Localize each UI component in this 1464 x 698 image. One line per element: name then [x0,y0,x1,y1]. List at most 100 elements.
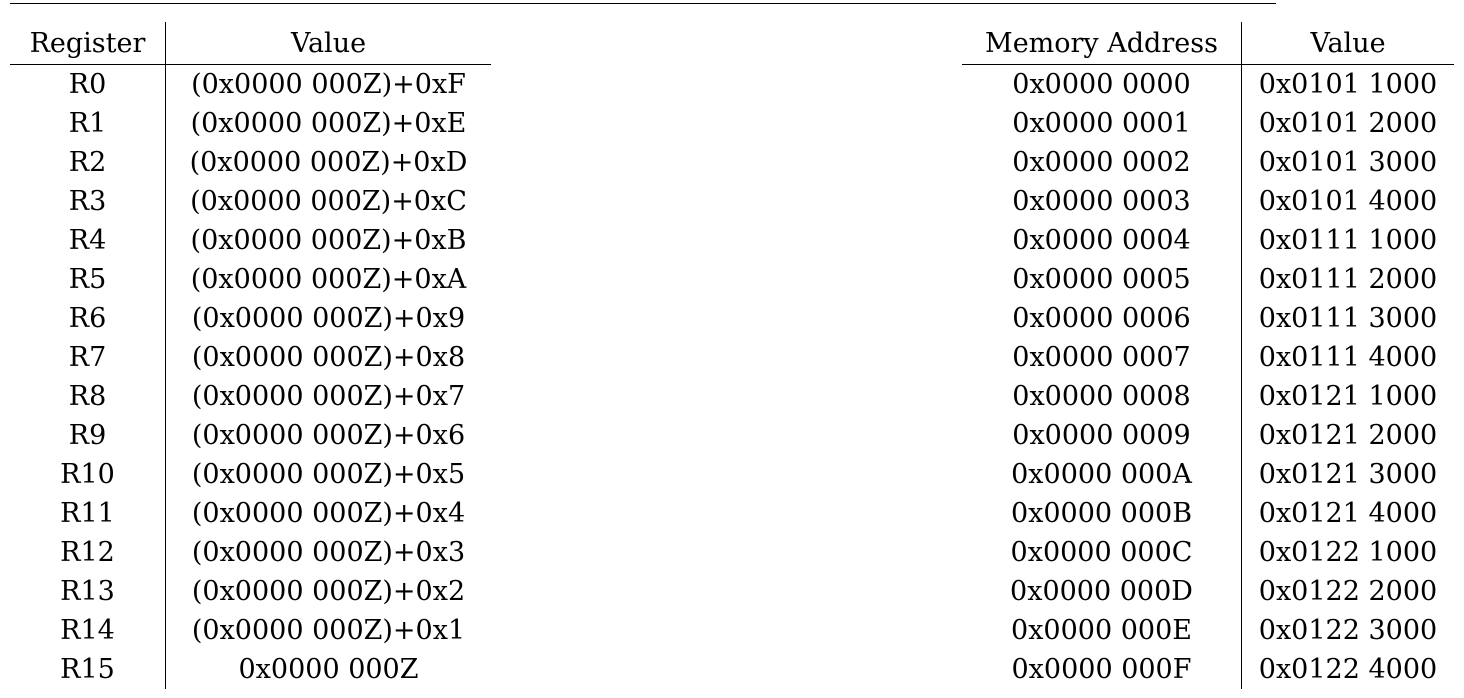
memory-value-cell: 0x0111 4000 [1258,342,1438,373]
register-value-cell: (0x0000 000Z)+0xE [190,108,467,139]
register-table-body: R0 (0x0000 000Z)+0xF R1 (0x0000 000Z)+0xE R2… [10,64,491,689]
memory-value-cell: 0x0111 1000 [1258,225,1438,256]
table-row: R2 (0x0000 000Z)+0xD [10,143,491,182]
register-value-header: Value [165,22,491,65]
memory-address-cell: 0x0000 0009 [962,416,1242,455]
table-row: 0x0000 0009 0x0121 2000 [962,416,1454,455]
register-value-cell: 0x0000 000Z [238,654,419,685]
register-name-cell: R1 [10,104,166,143]
register-name-cell: R2 [10,143,166,182]
register-value-cell: (0x0000 000Z)+0xD [189,147,468,178]
table-row: 0x0000 000F 0x0122 4000 [962,650,1454,689]
memory-value-header: Value [1241,22,1454,65]
table-row: R3 (0x0000 000Z)+0xC [10,182,491,221]
register-name-cell: R13 [10,572,166,611]
memory-address-cell: 0x0000 000B [962,494,1242,533]
table-row: 0x0000 0001 0x0101 2000 [962,104,1454,143]
memory-value-cell: 0x0122 4000 [1258,654,1438,685]
memory-address-cell: 0x0000 0008 [962,377,1242,416]
table-row: R4 (0x0000 000Z)+0xB [10,221,491,260]
table-row: R14 (0x0000 000Z)+0x1 [10,611,491,650]
memory-value-cell: 0x0101 2000 [1258,108,1438,139]
register-name-cell: R11 [10,494,166,533]
table-row: 0x0000 000E 0x0122 3000 [962,611,1454,650]
memory-address-cell: 0x0000 0005 [962,260,1242,299]
memory-address-cell: 0x0000 000F [962,650,1242,689]
memory-value-cell: 0x0101 3000 [1258,147,1438,178]
memory-address-cell: 0x0000 0003 [962,182,1242,221]
table-row: R10 (0x0000 000Z)+0x5 [10,455,491,494]
memory-value-cell: 0x0121 2000 [1258,420,1438,451]
register-name-cell: R8 [10,377,166,416]
table-row: 0x0000 0005 0x0111 2000 [962,260,1454,299]
register-name-cell: R4 [10,221,166,260]
register-name-cell: R6 [10,299,166,338]
table-row: R0 (0x0000 000Z)+0xF [10,64,491,104]
register-name-cell: R14 [10,611,166,650]
table-row: R6 (0x0000 000Z)+0x9 [10,299,491,338]
register-value-cell: (0x0000 000Z)+0x9 [191,303,466,334]
register-name-cell: R9 [10,416,166,455]
register-table: Register Value R0 (0x0000 000Z)+0xF R1 (0x0… [10,22,491,689]
memory-address-cell: 0x0000 0007 [962,338,1242,377]
table-row: R13 (0x0000 000Z)+0x2 [10,572,491,611]
register-value-cell: (0x0000 000Z)+0x6 [191,420,466,451]
register-value-cell: (0x0000 000Z)+0x1 [191,615,466,646]
table-row: 0x0000 0003 0x0101 4000 [962,182,1454,221]
register-value-cell: (0x0000 000Z)+0xB [190,225,467,256]
register-value-cell: (0x0000 000Z)+0x5 [191,459,466,490]
memory-value-cell: 0x0101 4000 [1258,186,1438,217]
table-row: R8 (0x0000 000Z)+0x7 [10,377,491,416]
table-row: R7 (0x0000 000Z)+0x8 [10,338,491,377]
register-name-cell: R12 [10,533,166,572]
register-value-cell: (0x0000 000Z)+0x2 [191,576,466,607]
memory-address-cell: 0x0000 000C [962,533,1242,572]
register-name-cell: R5 [10,260,166,299]
register-value-cell: (0x0000 000Z)+0x3 [191,537,466,568]
memory-value-cell: 0x0122 2000 [1258,576,1438,607]
register-value-cell: (0x0000 000Z)+0xC [190,186,467,217]
table-row: R15 0x0000 000Z [10,650,491,689]
register-table-header-row: Register Value [10,22,491,65]
memory-value-cell: 0x0121 1000 [1258,381,1438,412]
top-rule [10,3,1276,4]
memory-address-cell: 0x0000 0004 [962,221,1242,260]
memory-address-cell: 0x0000 000A [962,455,1242,494]
table-row: 0x0000 0004 0x0111 1000 [962,221,1454,260]
table-row: R1 (0x0000 000Z)+0xE [10,104,491,143]
table-row: 0x0000 000C 0x0122 1000 [962,533,1454,572]
register-value-cell: (0x0000 000Z)+0x4 [191,498,466,529]
memory-address-cell: 0x0000 000E [962,611,1242,650]
register-name-cell: R3 [10,182,166,221]
register-name-cell: R0 [10,64,166,104]
memory-value-cell: 0x0122 3000 [1258,615,1438,646]
register-value-cell: (0x0000 000Z)+0x8 [191,342,466,373]
table-row: R11 (0x0000 000Z)+0x4 [10,494,491,533]
table-row: R5 (0x0000 000Z)+0xA [10,260,491,299]
register-value-cell: (0x0000 000Z)+0xF [191,69,466,100]
memory-value-cell: 0x0122 1000 [1258,537,1438,568]
memory-value-cell: 0x0121 3000 [1258,459,1438,490]
table-row: R12 (0x0000 000Z)+0x3 [10,533,491,572]
register-value-cell: (0x0000 000Z)+0xA [190,264,467,295]
memory-value-cell: 0x0111 2000 [1258,264,1438,295]
memory-value-cell: 0x0111 3000 [1258,303,1438,334]
table-row: R9 (0x0000 000Z)+0x6 [10,416,491,455]
register-name-cell: R15 [10,650,166,689]
register-value-cell: (0x0000 000Z)+0x7 [191,381,466,412]
table-row: 0x0000 0008 0x0121 1000 [962,377,1454,416]
memory-address-header: Memory Address [962,22,1242,65]
memory-address-cell: 0x0000 0000 [962,64,1242,104]
register-name-cell: R7 [10,338,166,377]
register-header: Register [10,22,166,65]
memory-address-cell: 0x0000 0001 [962,104,1242,143]
register-name-cell: R10 [10,455,166,494]
table-row: 0x0000 000A 0x0121 3000 [962,455,1454,494]
memory-table-header-row: Memory Address Value [962,22,1454,65]
memory-address-cell: 0x0000 0002 [962,143,1242,182]
